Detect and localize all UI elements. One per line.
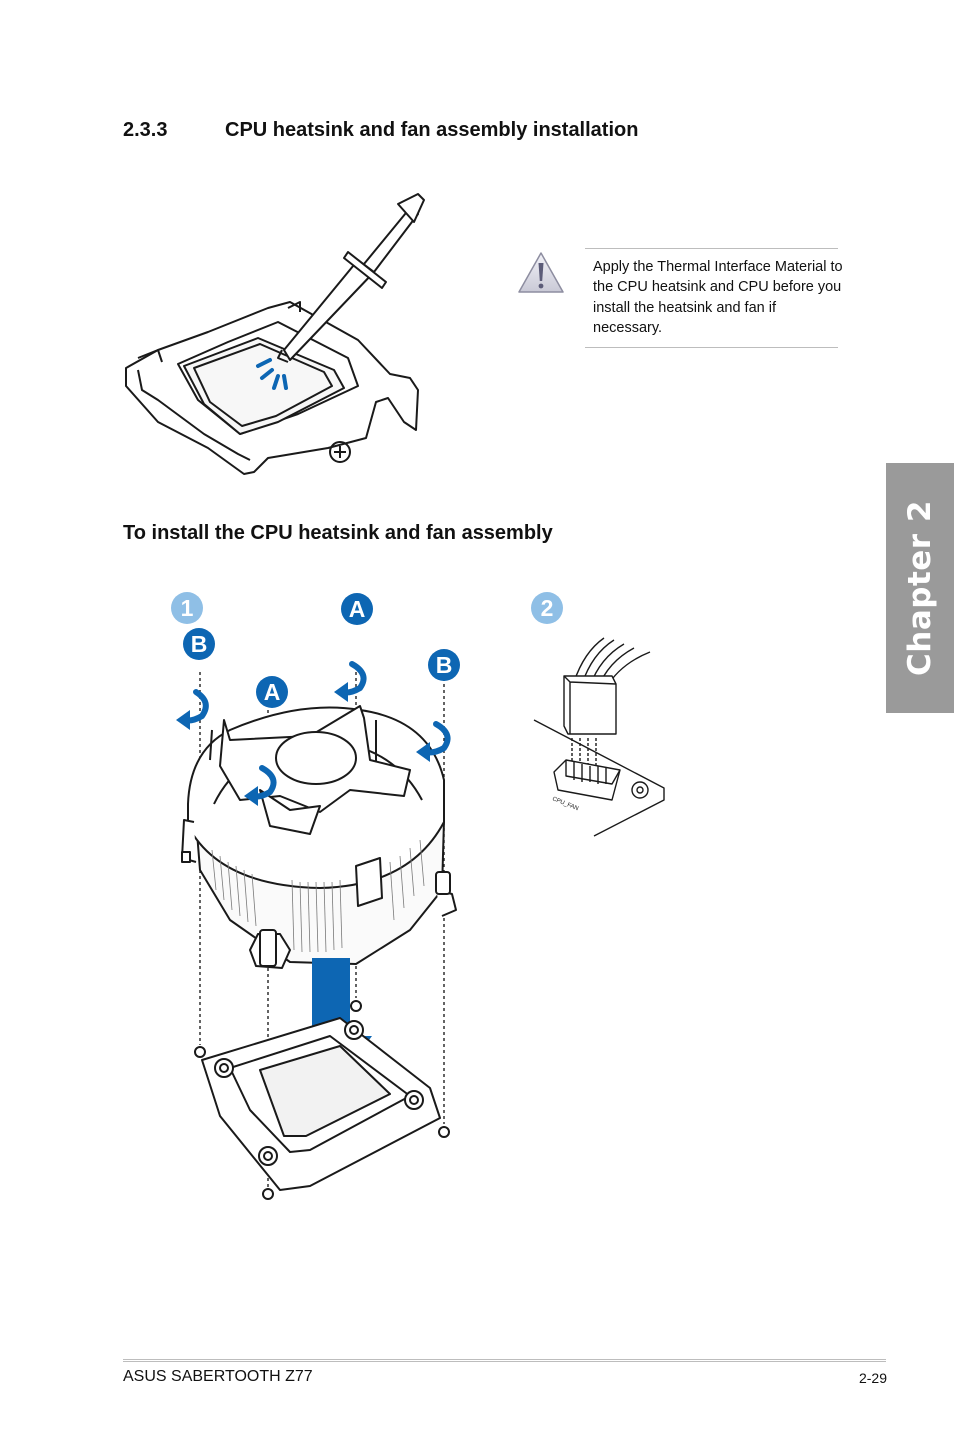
footer-page-number: 2-29 [858, 1370, 887, 1386]
procedure-heading: To install the CPU heatsink and fan asse… [123, 522, 553, 544]
section-number: 2.3.3 [123, 119, 168, 141]
section-title: 2.3.3 CPU heatsink and fan assembly insta… [123, 119, 638, 142]
note-text: Apply the Thermal Interface Material to … [593, 259, 843, 336]
chapter-tab-label: Chapter 2 [902, 500, 938, 676]
callout-b-left: B [183, 628, 215, 660]
step-badge-1: 1 [171, 592, 203, 624]
footer-product-name: ASUS SABERTOOTH Z77 [123, 1368, 313, 1385]
callout-b-right: B [428, 649, 460, 681]
callout-a-top: A [341, 593, 373, 625]
chapter-side-tab: Chapter 2 [886, 463, 954, 713]
cpu-fan-connector-illustration: CPU_FAN [533, 637, 665, 837]
callout-a-top-label: A [349, 596, 366, 622]
footer-divider [123, 1359, 886, 1362]
thermal-paste-illustration [125, 193, 425, 475]
cpu-fan-header-label: CPU_FAN [551, 796, 579, 812]
heatsink-installation-illustration [176, 660, 457, 1200]
warning-triangle-icon [518, 252, 564, 293]
step-badge-2-label: 2 [541, 595, 554, 621]
callout-a-left: A [256, 676, 288, 708]
step-badge-2: 2 [531, 592, 563, 624]
section-heading-text: CPU heatsink and fan assembly installati… [225, 119, 639, 141]
callout-a-left-label: A [264, 679, 281, 705]
note-box [585, 248, 838, 348]
callout-b-right-label: B [436, 652, 453, 678]
step-badge-1-label: 1 [181, 595, 194, 621]
callout-b-left-label: B [191, 631, 208, 657]
